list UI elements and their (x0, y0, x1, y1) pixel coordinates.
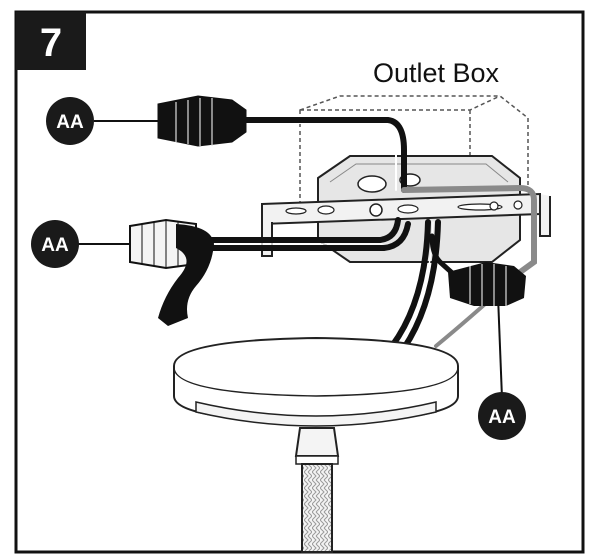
mounting-bracket (261, 192, 551, 257)
wires (193, 117, 537, 351)
panel-border (14, 10, 585, 554)
callout-label: AA (41, 235, 69, 256)
callout-aa-right: AA (478, 392, 526, 440)
braided-cord (301, 463, 333, 553)
canopy (173, 336, 459, 427)
step-number: 7 (40, 21, 62, 65)
outlet-box-label: Outlet Box (373, 58, 500, 88)
callout-label: AA (56, 112, 84, 133)
wire-nut-left (78, 218, 214, 326)
step-badge: 7 (16, 12, 86, 70)
cord-grip (294, 427, 340, 465)
callout-aa-top: AA (46, 97, 94, 145)
wire-nut-top (94, 95, 247, 147)
wire-nut-right (448, 262, 526, 399)
callout-aa-left: AA (31, 220, 79, 268)
callout-label: AA (488, 407, 516, 428)
